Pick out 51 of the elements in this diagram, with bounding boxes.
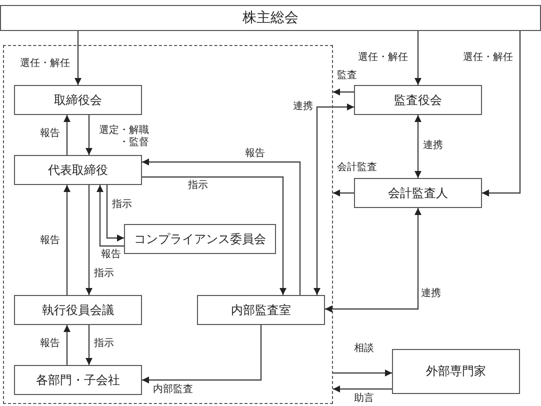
arrow: [96, 185, 124, 247]
edge-label: 報告: [40, 235, 60, 247]
arrow: [74, 31, 82, 85]
arrow: [86, 325, 92, 365]
arrow: [64, 325, 70, 365]
arrow: [106, 185, 124, 242]
edge-label: 助言: [354, 393, 374, 405]
arrow: [86, 185, 92, 295]
arrow: [414, 115, 422, 178]
header-box: 株主総会: [0, 5, 541, 31]
process-box: 会計監査人: [354, 178, 482, 208]
arrow: [482, 31, 521, 196]
edge-label: 指示: [112, 199, 132, 211]
process-box: 外部専門家: [392, 349, 520, 394]
edge-label: 内部監査: [153, 384, 193, 396]
edge-label: 連携: [421, 288, 441, 300]
edge-label: 指示: [94, 338, 114, 350]
arrow: [142, 325, 262, 384]
process-box: 内部監査室: [197, 295, 325, 325]
process-box: 各部門・子会社: [14, 365, 142, 395]
edge-label: 会計監査: [337, 162, 377, 174]
edge-label: 報告: [101, 249, 121, 261]
edge-label: 選任・解任: [463, 52, 513, 64]
arrow: [333, 386, 392, 392]
arrow: [314, 104, 354, 295]
process-box: コンプライアンス委員会: [124, 224, 276, 254]
arrow: [86, 115, 92, 155]
edge-label: 報告: [245, 148, 265, 160]
edge-label: 連携: [293, 101, 313, 113]
edge-label: 選任・解任: [358, 52, 408, 64]
process-box: 代表取締役: [14, 155, 142, 185]
edge-label: 報告: [40, 338, 60, 350]
edge-label: 相談: [354, 343, 374, 355]
arrow: [333, 370, 392, 376]
process-box: 取締役会: [14, 85, 142, 115]
arrow: [414, 31, 422, 85]
arrow: [142, 176, 286, 295]
arrow: [325, 208, 422, 312]
arrow: [333, 88, 354, 96]
edge-label: 連携: [423, 140, 443, 152]
edge-label: 報告: [40, 128, 60, 140]
edge-label: 選任・解任: [20, 58, 70, 70]
process-box: 監査役会: [354, 85, 482, 115]
arrow: [64, 115, 70, 155]
process-box: 執行役員会議: [14, 295, 142, 325]
edge-label: 監査: [337, 70, 357, 82]
arrow: [64, 185, 70, 295]
edge-label: 指示: [94, 268, 114, 280]
edge-label: 指示: [188, 180, 208, 192]
arrow: [142, 158, 301, 295]
arrow: [333, 190, 354, 196]
